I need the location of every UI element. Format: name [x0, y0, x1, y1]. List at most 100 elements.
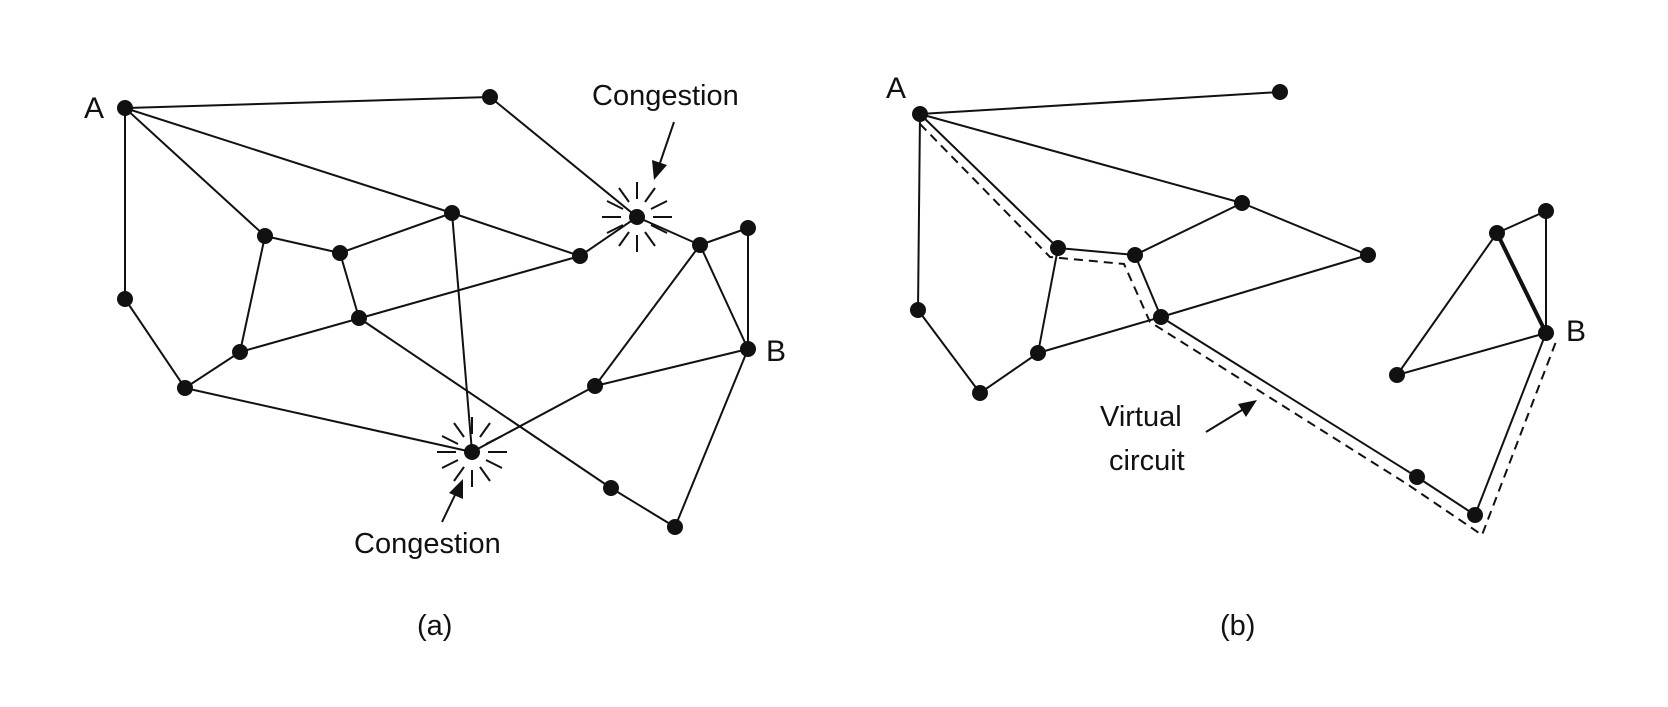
- panel-a-nodes: [117, 89, 756, 535]
- node-b: [1538, 325, 1554, 341]
- arrow-head-top: [652, 160, 667, 180]
- link: [1496, 210, 1547, 234]
- link: [636, 216, 701, 246]
- arrow-shaft-bottom: [441, 494, 456, 523]
- link: [451, 212, 581, 257]
- node: [232, 344, 248, 360]
- panel-b-links: [917, 91, 1548, 516]
- link: [451, 212, 473, 453]
- link: [919, 91, 1281, 115]
- link: [489, 96, 638, 218]
- panel-b: A B Virtual circuit (b): [886, 72, 1586, 642]
- node: [1489, 225, 1505, 241]
- link: [184, 387, 473, 453]
- link: [124, 107, 266, 237]
- link: [1396, 232, 1498, 376]
- link: [239, 235, 266, 353]
- virtual-circuit-path: [919, 123, 1558, 537]
- congestion-label-top: Congestion: [592, 80, 739, 112]
- link: [1416, 476, 1476, 516]
- node: [572, 248, 588, 264]
- node: [740, 220, 756, 236]
- link: [1134, 254, 1162, 318]
- node-b-label: B: [1566, 315, 1586, 348]
- link: [239, 255, 581, 353]
- node: [1272, 84, 1288, 100]
- node: [1360, 247, 1376, 263]
- node: [1538, 203, 1554, 219]
- link: [184, 351, 241, 389]
- panel-b-caption: (b): [1220, 610, 1255, 642]
- congestion-label-bottom: Congestion: [354, 528, 501, 560]
- node-b: [740, 341, 756, 357]
- link: [1241, 202, 1369, 256]
- node: [1234, 195, 1250, 211]
- panel-b-nodes: [910, 84, 1554, 523]
- link: [917, 309, 981, 394]
- node: [117, 291, 133, 307]
- virtual-circuit-arrow: [1205, 400, 1257, 433]
- node: [1409, 469, 1425, 485]
- link: [124, 107, 453, 214]
- node-a-label: A: [886, 72, 906, 105]
- node: [1127, 247, 1143, 263]
- node-b-label: B: [766, 335, 786, 368]
- link: [358, 317, 612, 489]
- link: [124, 96, 491, 109]
- node: [257, 228, 273, 244]
- link: [594, 244, 701, 387]
- link-heavy: [1495, 232, 1548, 334]
- link: [699, 244, 749, 350]
- panel-a-links: [124, 96, 749, 528]
- congestion-burst-top: [602, 182, 672, 252]
- virtual-circuit-label-line2: circuit: [1109, 445, 1185, 477]
- link: [594, 348, 749, 387]
- congestion-arrows-a: [441, 121, 675, 523]
- virtual-circuit-label-line1: Virtual: [1100, 401, 1182, 433]
- panel-a-caption: (a): [417, 610, 452, 642]
- arrow-shaft-top: [659, 121, 675, 164]
- node: [1389, 367, 1405, 383]
- link: [1396, 332, 1547, 376]
- link: [610, 487, 676, 528]
- node: [667, 519, 683, 535]
- link: [917, 113, 921, 311]
- link: [124, 298, 186, 389]
- link: [1134, 202, 1243, 256]
- link: [674, 348, 749, 528]
- node-congested-top: [629, 209, 645, 225]
- link: [979, 352, 1039, 394]
- link: [919, 113, 1059, 249]
- panel-a: A B Congestion Congestion (a): [84, 80, 786, 642]
- node: [444, 205, 460, 221]
- node-a: [912, 106, 928, 122]
- node-a-label: A: [84, 92, 104, 125]
- node: [1050, 240, 1066, 256]
- link: [919, 113, 1243, 204]
- link: [339, 212, 453, 254]
- node: [1030, 345, 1046, 361]
- node: [332, 245, 348, 261]
- congestion-burst-bottom: [437, 417, 507, 487]
- link: [699, 227, 749, 246]
- node: [177, 380, 193, 396]
- link: [1037, 247, 1059, 354]
- link: [1474, 332, 1547, 516]
- link: [264, 235, 341, 254]
- node: [351, 310, 367, 326]
- node-congested-bottom: [464, 444, 480, 460]
- node: [910, 302, 926, 318]
- node: [972, 385, 988, 401]
- node: [482, 89, 498, 105]
- arrow-head-bottom: [449, 479, 463, 499]
- node: [587, 378, 603, 394]
- link: [1037, 316, 1162, 354]
- link: [339, 252, 360, 319]
- arrow-shaft: [1205, 409, 1243, 433]
- node: [1153, 309, 1169, 325]
- link: [1160, 254, 1369, 318]
- node-a: [117, 100, 133, 116]
- node: [603, 480, 619, 496]
- node: [692, 237, 708, 253]
